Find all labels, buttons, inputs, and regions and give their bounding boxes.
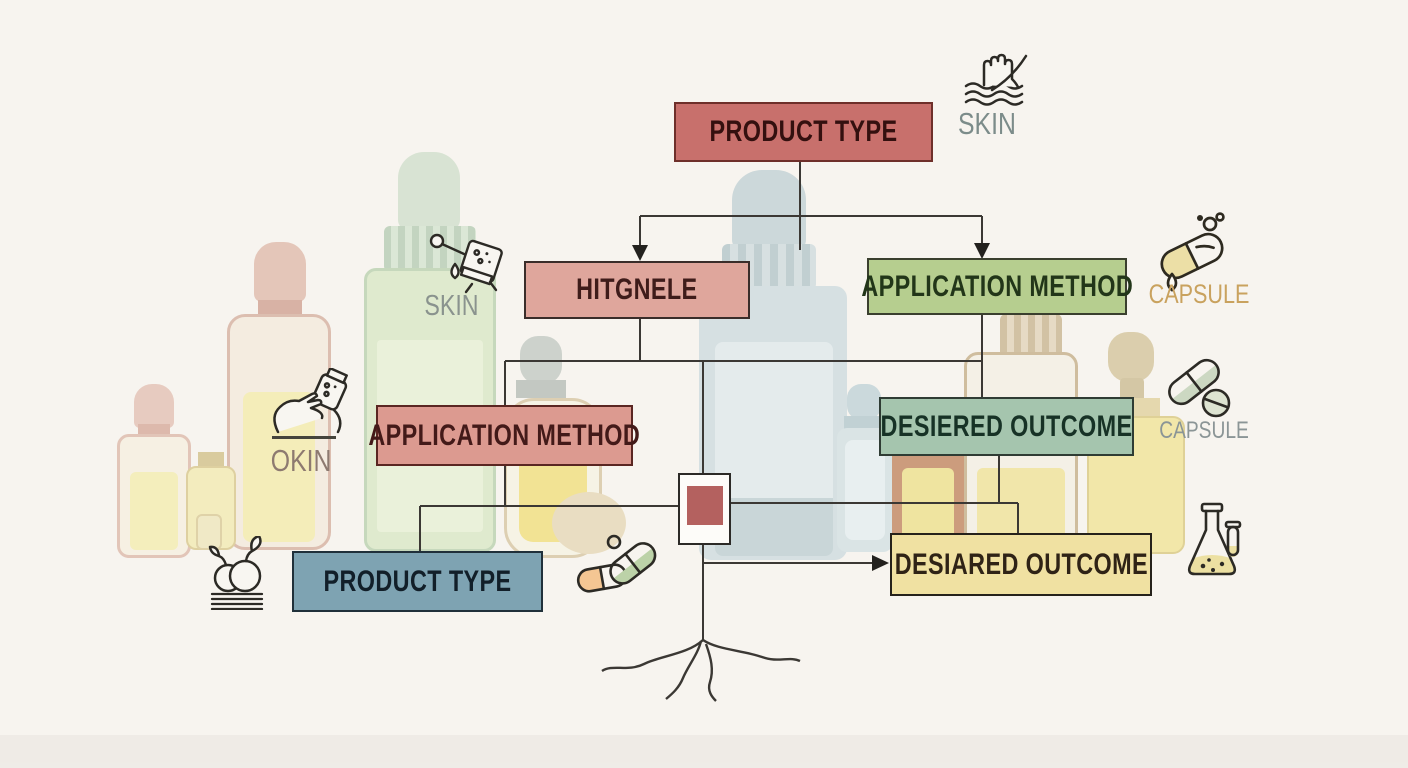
box-label: DESIERED OUTCOME [880,409,1133,443]
capsule-droplet-label: CAPSULE [1148,279,1250,309]
okin-label-wrap: OKIN [262,443,350,479]
box-label: HITGNELE [576,273,698,306]
skin-dropper-icon [429,233,503,294]
bottle-label [715,342,833,498]
capsule-droplet-icon [1160,212,1225,292]
box-label: PRODUCT TYPE [323,564,512,598]
desiered-outcome-box: DESIERED OUTCOME [879,397,1134,456]
desiared-outcome-box: DESIARED OUTCOME [890,533,1152,596]
skin-dropper-label: SKIN [424,290,479,322]
capsule-droplet-label-wrap: CAPSULE [1138,279,1250,310]
bottle-bulb [398,152,460,230]
bottle-cap-ribbed [1000,314,1062,358]
bottle-collar [844,416,884,430]
capsule-pill-icon [1168,358,1231,418]
okin-hand-icon [273,368,348,434]
bottle-label [902,468,954,544]
bottom-shadow-band [0,735,1408,768]
skin-hand-label-wrap: SKIN [948,106,1048,142]
berries-icon [208,536,264,610]
box-label: DESIARED OUTCOME [894,547,1148,581]
flask-icon [1187,502,1242,576]
arrowheads [632,243,990,571]
bottle-collar [258,300,302,316]
capsules-duo-icon [576,534,657,593]
bottle-body-tiny [196,514,222,550]
bottle-collar [516,380,566,398]
bottle-label [845,440,885,540]
junction-node [678,473,731,545]
okin-rule-line [272,436,336,439]
application-method-box-right: APPLICATION METHOD [861,258,1133,315]
product-type-box-top: PRODUCT TYPE [674,102,933,162]
okin-label: OKIN [270,443,332,478]
box-label: APPLICATION METHOD [861,269,1133,303]
hitgnele-box: HITGNELE [524,261,750,319]
capsule-pill-label-wrap: CAPSULE [1150,417,1249,445]
bottle-bulb [254,242,306,302]
application-method-box-left: APPLICATION METHOD [369,405,640,466]
skin-hand-label: SKIN [958,106,1016,141]
box-label: APPLICATION METHOD [368,418,641,452]
dropper-bulb [1108,332,1154,382]
box-label: PRODUCT TYPE [709,115,898,148]
product-type-box-bottom: PRODUCT TYPE [292,551,543,612]
skin-hand-icon [964,53,1028,106]
bottle-bulb [134,384,174,428]
bottle-bulb [847,384,881,420]
bottle-label [130,472,178,550]
bottle-collar [138,424,170,436]
decor-blob [552,492,626,554]
capsule-pill-label: CAPSULE [1159,417,1249,444]
bottle-band [715,498,833,556]
skin-dropper-label-wrap: SKIN [414,290,518,323]
bottle-cap-ribbed [384,226,476,272]
bottle-bulb [732,170,806,250]
junction-node-swatch [687,486,723,525]
bottle-cap [198,452,224,468]
